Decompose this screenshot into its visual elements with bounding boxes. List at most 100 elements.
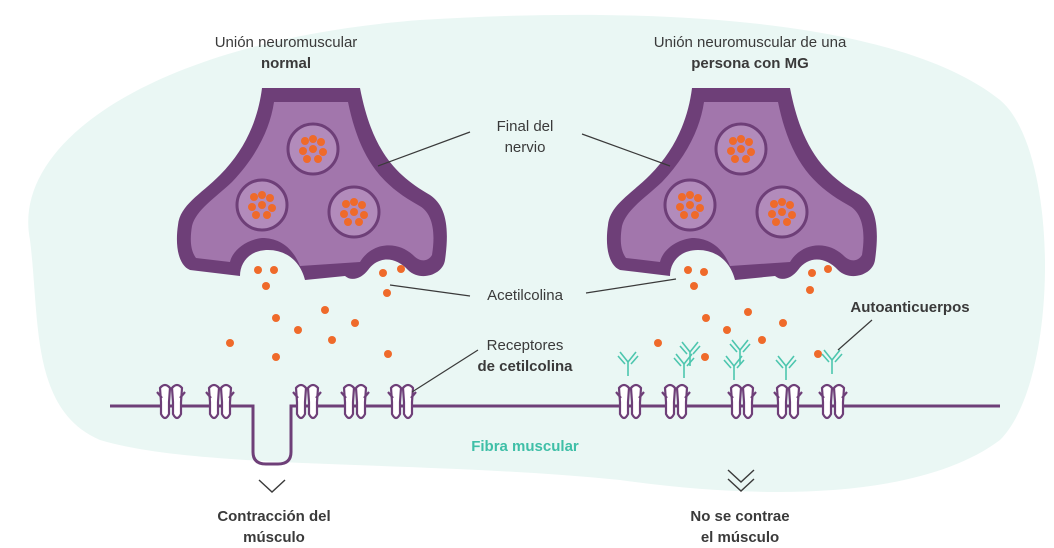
vesicle-dot — [360, 211, 368, 219]
acetylcholine-dot — [701, 353, 709, 361]
vesicle-dot — [696, 204, 704, 212]
vesicle-dot — [266, 194, 274, 202]
antibody-arm — [777, 355, 787, 367]
antibody-arm — [725, 355, 735, 367]
receptor-arm — [228, 391, 235, 399]
receptor-arm — [727, 391, 734, 399]
vesicle-dot — [680, 211, 688, 219]
vesicle-dot — [686, 201, 694, 209]
vesicle-dot — [676, 203, 684, 211]
antibody — [821, 349, 843, 374]
receptor — [773, 383, 803, 420]
acetylcholine-label: Acetilcolina — [487, 287, 563, 304]
vesicle-dot — [342, 200, 350, 208]
receptors-label: Receptores de cetilcolina — [462, 335, 588, 377]
receptor — [661, 383, 691, 420]
acetylcholine-dot — [397, 265, 405, 273]
left-result-line2: músculo — [243, 529, 305, 546]
nerve-terminal-left — [176, 88, 447, 280]
vesicle-dot — [768, 210, 776, 218]
acetylcholine-dot — [814, 350, 822, 358]
vesicle-dot — [355, 218, 363, 226]
receptor-subunit — [741, 383, 755, 420]
antibody-arm — [692, 345, 701, 355]
acetylcholine-dot — [744, 308, 752, 316]
acetylcholine-dot — [254, 266, 262, 274]
autoantibodies — [617, 339, 843, 380]
vesicle-dot — [772, 218, 780, 226]
receptors-label-line1: Receptores — [486, 337, 564, 354]
vesicle-dot — [729, 137, 737, 145]
acetylcholine-dot — [379, 269, 387, 277]
receptor-arm — [410, 391, 417, 399]
acetylcholine-dot — [270, 266, 278, 274]
acetylcholine-dot — [806, 286, 814, 294]
autoantibodies-label: Autoanticuerpos — [850, 299, 970, 316]
receptor-subunit — [675, 383, 689, 420]
vesicle-dot — [678, 193, 686, 201]
left-title-line2: normal — [260, 55, 311, 72]
leader-lines — [377, 131, 873, 393]
acetylcholine-dot — [700, 268, 708, 276]
acetylcholine-dot — [654, 339, 662, 347]
receptor-arm — [661, 391, 668, 399]
receptor-arm — [796, 391, 803, 399]
vesicle-dot — [731, 155, 739, 163]
acetylcholine-receptors — [156, 383, 848, 420]
vesicle-dot — [263, 211, 271, 219]
acetylcholine-dot — [272, 314, 280, 322]
vesicle-dot — [299, 147, 307, 155]
acetylcholine-dot — [321, 306, 329, 314]
acetylcholine-dot — [294, 326, 302, 334]
vesicle-dot — [358, 201, 366, 209]
acetylcholine-dot — [351, 319, 359, 327]
receptor-arm — [638, 391, 645, 399]
receptor-subunit — [219, 383, 233, 420]
receptor-subunit — [158, 383, 172, 420]
acetylcholine-dot — [684, 266, 692, 274]
receptor-subunit — [389, 383, 403, 420]
antibody-arm — [673, 357, 682, 367]
antibody-arm — [775, 359, 784, 369]
right-result-line2: el músculo — [700, 529, 780, 546]
acetylcholine-dot — [779, 319, 787, 327]
receptor-subunit — [629, 383, 643, 420]
receptor-subunit — [306, 383, 320, 420]
antibody-arm — [834, 353, 843, 363]
receptor-arm — [340, 391, 347, 399]
antibody-arm — [739, 339, 749, 351]
acetylcholine-dot — [226, 339, 234, 347]
receptor-arm — [363, 391, 370, 399]
antibody-arm — [821, 353, 830, 363]
receptor — [340, 383, 370, 420]
vesicle-dot — [747, 148, 755, 156]
vesicle-dot — [350, 208, 358, 216]
receptor-arm — [156, 391, 163, 399]
antibody — [679, 341, 701, 366]
receptor-arm — [292, 391, 299, 399]
vesicle-dot — [788, 211, 796, 219]
left-result-line1: Contracción del — [217, 508, 331, 525]
acetylcholine-dot — [824, 265, 832, 273]
receptor — [387, 383, 417, 420]
receptor-arm — [387, 391, 394, 399]
muscle-membrane — [110, 404, 1000, 466]
acetylcholine-dot — [702, 314, 710, 322]
receptor-arm — [750, 391, 757, 399]
receptor — [615, 383, 645, 420]
receptor-subunit — [617, 383, 631, 420]
vesicle-dot — [250, 193, 258, 201]
acetylcholine-dot — [383, 289, 391, 297]
acetylcholine-dot — [723, 326, 731, 334]
acetylcholine-dot — [384, 350, 392, 358]
left-result-chevron — [258, 479, 286, 493]
receptor — [292, 383, 322, 420]
antibody-arm — [617, 355, 626, 365]
vesicle-dot — [319, 148, 327, 156]
receptor — [205, 383, 235, 420]
receptor-arm — [179, 391, 186, 399]
receptor-arm — [205, 391, 212, 399]
antibody-arm — [823, 349, 833, 361]
receptor-subunit — [663, 383, 677, 420]
vesicle-dot — [742, 155, 750, 163]
